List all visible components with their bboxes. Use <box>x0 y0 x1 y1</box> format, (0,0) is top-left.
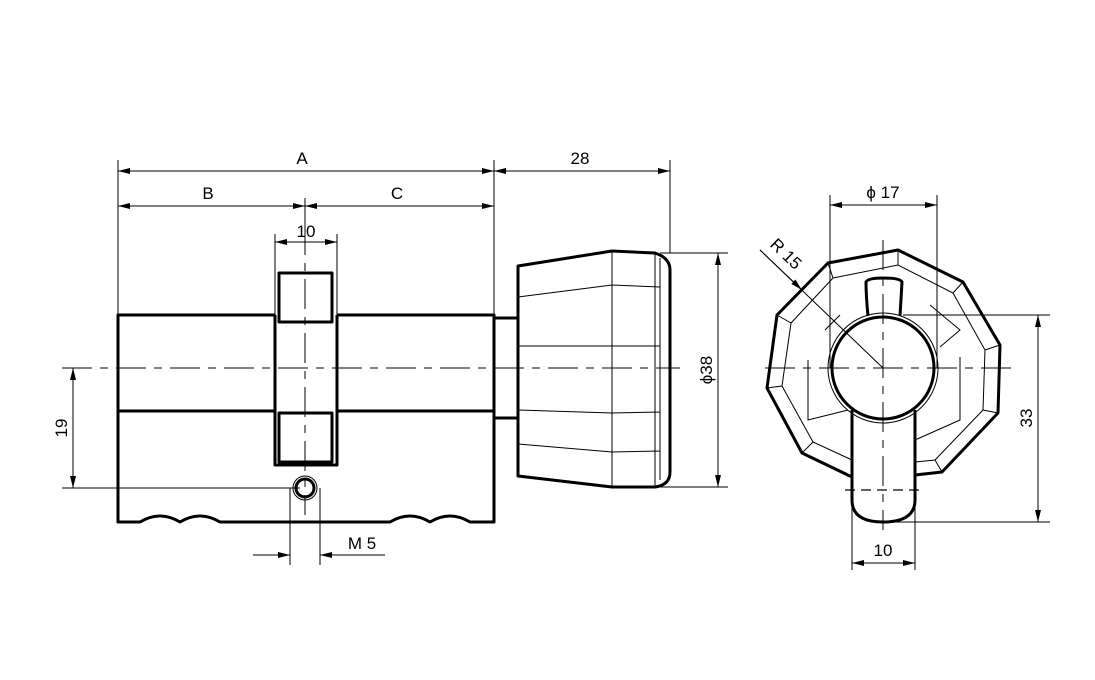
top-tab <box>864 276 904 317</box>
dim-a-label: A <box>296 149 308 168</box>
side-view <box>62 225 680 524</box>
dim-33-label: 33 <box>1017 409 1036 428</box>
knob <box>516 249 672 489</box>
side-dimensions: A 28 B C 10 ϕ38 19 M 5 <box>52 149 728 565</box>
dim-19-label: 19 <box>52 419 71 438</box>
dim-m5-label: M 5 <box>348 534 376 553</box>
dim-b-label: B <box>202 184 213 203</box>
dim-profile-width-label: 10 <box>874 541 893 560</box>
front-dimensions: ϕ 17 R 15 33 10 <box>759 183 1050 570</box>
front-view <box>765 240 1015 530</box>
dim-28-label: 28 <box>571 149 590 168</box>
dim-diameter-38-label: ϕ38 <box>697 356 716 384</box>
dim-r15-label: R 15 <box>766 235 805 274</box>
cam-slot <box>273 315 339 467</box>
dim-diameter-17-label: ϕ 17 <box>866 183 899 202</box>
cylinder-body <box>116 313 496 524</box>
knob-inner-facets <box>766 250 1001 473</box>
dim-cam-width-label: 10 <box>297 222 316 241</box>
dim-c-label: C <box>391 184 403 203</box>
